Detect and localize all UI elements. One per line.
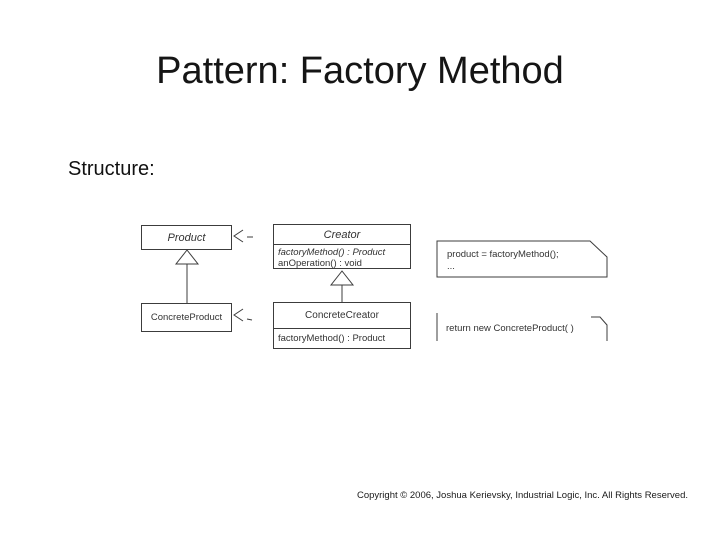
dependency-arrow-icon <box>233 229 244 243</box>
class-name-creator: Creator <box>323 228 361 241</box>
method-factory-method: factoryMethod() : Product <box>278 247 386 258</box>
copyright-footer: Copyright © 2006, Joshua Kerievsky, Indu… <box>356 490 688 501</box>
class-box-product: Product <box>141 225 232 250</box>
method-an-operation: anOperation() : void <box>278 258 362 269</box>
class-box-concrete-product: ConcreteProduct <box>141 303 232 332</box>
note-factory-method-line1: return new ConcreteProduct( ) <box>446 323 574 334</box>
page-title: Pattern: Factory Method <box>156 50 564 92</box>
structure-label: Structure: <box>68 158 155 180</box>
class-name-concrete-creator: ConcreteCreator <box>305 310 379 321</box>
note-an-operation-line1: product = factoryMethod(); <box>447 249 559 260</box>
note-an-operation-line2: ... <box>447 261 455 272</box>
dependency-arrow-icon <box>233 308 244 322</box>
class-name-product: Product <box>167 231 206 244</box>
class-box-creator: Creator factoryMethod() : Product anOper… <box>273 224 411 269</box>
method-factory-method-impl: factoryMethod() : Product <box>278 333 386 344</box>
dependency-dash <box>246 318 253 321</box>
concrete-creator-methods: factoryMethod() : Product <box>274 328 410 344</box>
inheritance-triangle-icon <box>329 270 355 286</box>
inheritance-triangle-icon <box>174 249 200 265</box>
class-name-concrete-product: ConcreteProduct <box>150 312 223 323</box>
class-box-concrete-creator: ConcreteCreator factoryMethod() : Produc… <box>273 302 411 349</box>
note-fold-icon <box>591 316 608 341</box>
creator-methods: factoryMethod() : Product anOperation() … <box>274 244 410 269</box>
